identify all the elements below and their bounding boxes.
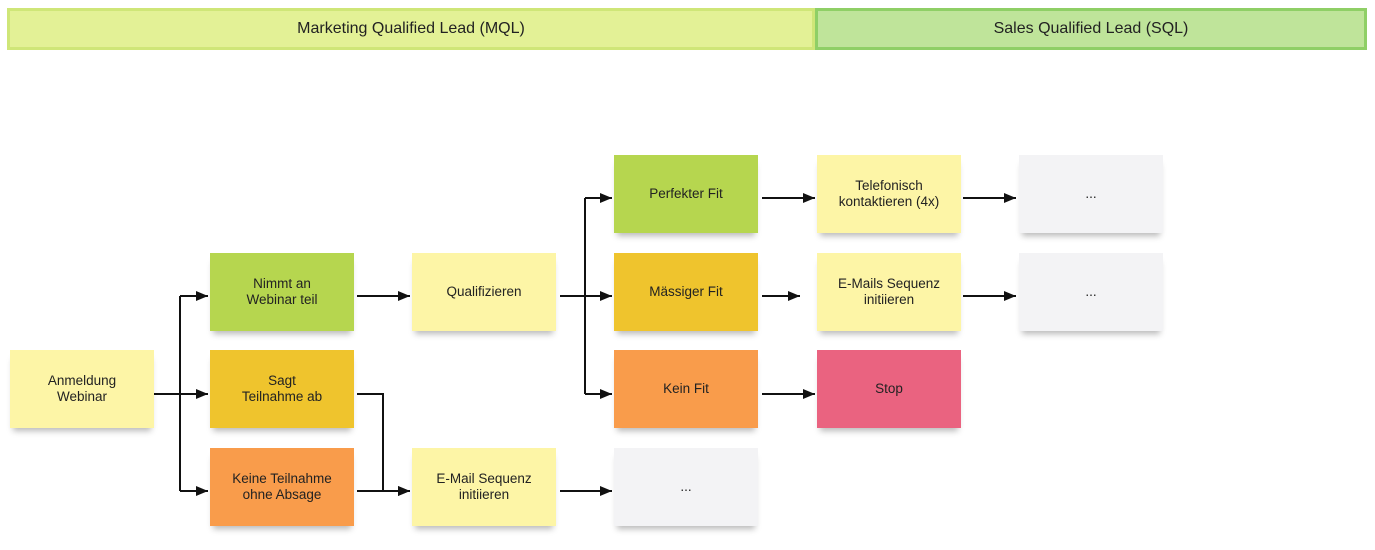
note-email-sequenz: E-Mail Sequenz initiieren	[412, 448, 556, 526]
note-keine-teilnahme: Keine Teilnahme ohne Absage	[210, 448, 354, 526]
note-stop: Stop	[817, 350, 961, 428]
note-nimmt-an-webinar: Nimmt an Webinar teil	[210, 253, 354, 331]
sql-phase-header: Sales Qualified Lead (SQL)	[815, 8, 1367, 50]
note-kein-fit: Kein Fit	[614, 350, 758, 428]
note-ellipsis-telefonisch: ...	[1019, 155, 1163, 233]
note-anmeldung-webinar: Anmeldung Webinar	[10, 350, 154, 428]
note-emails-sequenz: E-Mails Sequenz initiieren	[817, 253, 961, 331]
note-qualifizieren: Qualifizieren	[412, 253, 556, 331]
note-telefonisch-kontaktieren: Telefonisch kontaktieren (4x)	[817, 155, 961, 233]
arrow-sagt-to-email	[357, 393, 410, 496]
sql-phase-label: Sales Qualified Lead (SQL)	[993, 20, 1189, 37]
note-sagt-teilnahme-ab: Sagt Teilnahme ab	[210, 350, 354, 428]
mql-phase-header: Marketing Qualified Lead (MQL)	[7, 8, 815, 50]
note-maessiger-fit: Mässiger Fit	[614, 253, 758, 331]
note-ellipsis-email: ...	[614, 448, 758, 526]
mql-phase-label: Marketing Qualified Lead (MQL)	[297, 20, 525, 37]
note-perfekter-fit: Perfekter Fit	[614, 155, 758, 233]
note-ellipsis-emails: ...	[1019, 253, 1163, 331]
